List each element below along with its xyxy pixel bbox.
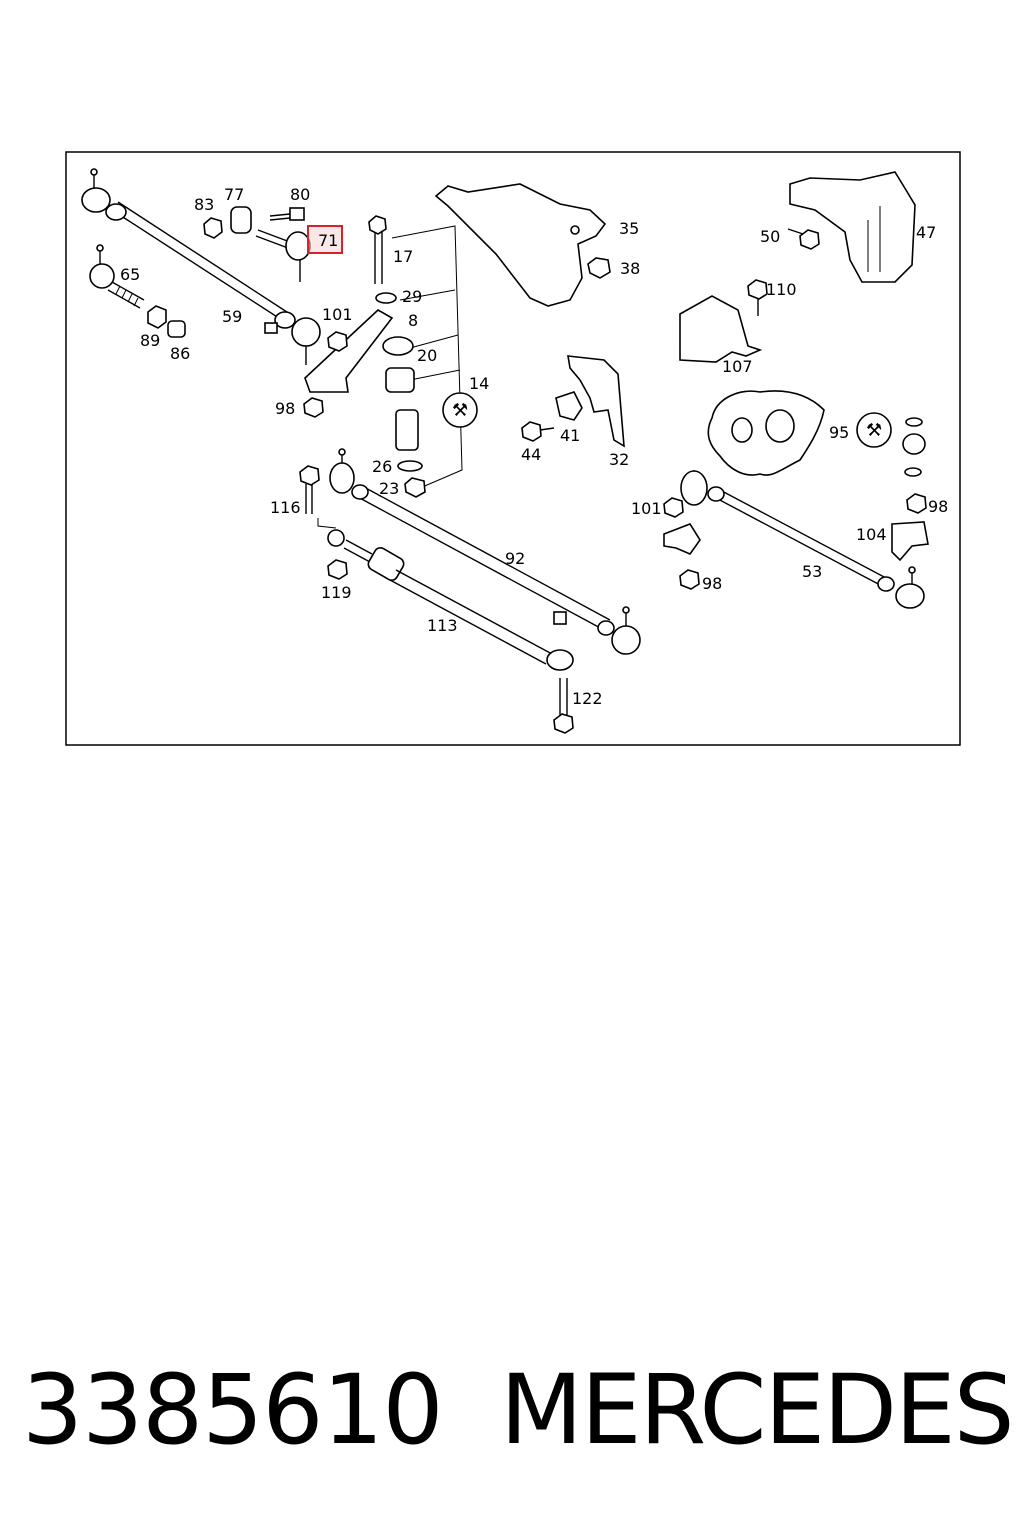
bracket-32: [567, 355, 625, 448]
label-47: 47: [916, 223, 936, 242]
label-104: 104: [856, 525, 887, 544]
damper-113: [327, 529, 574, 671]
nut-101-upper: [327, 331, 348, 352]
nut-101-lower: [663, 497, 684, 518]
label-17: 17: [393, 247, 413, 266]
label-110: 110: [766, 280, 797, 299]
steering-idler-stack: ⚒: [304, 225, 478, 498]
label-32: 32: [609, 450, 629, 469]
footer-caption: 3385610 MERCEDES: [0, 1350, 1024, 1470]
label-80: 80: [290, 185, 310, 204]
label-20: 20: [417, 346, 437, 365]
nut-89: [147, 305, 167, 329]
part-number: 3385610: [22, 1354, 444, 1466]
tie-rod-end-65: [89, 244, 145, 309]
clip-41: [555, 391, 583, 421]
highlight-box-71: [307, 225, 343, 254]
nut-98-upper: [303, 397, 324, 418]
nut-119: [327, 559, 348, 580]
bolt-80: [269, 207, 305, 221]
label-95: 95: [829, 423, 849, 442]
label-98-lower: 98: [702, 574, 722, 593]
label-29: 29: [402, 287, 422, 306]
label-44: 44: [521, 445, 541, 464]
label-101-lower: 101: [631, 499, 662, 518]
label-116: 116: [270, 498, 301, 517]
label-59: 59: [222, 307, 242, 326]
label-50: 50: [760, 227, 780, 246]
label-86: 86: [170, 344, 190, 363]
bolt-50: [787, 228, 820, 250]
bracket-47: [789, 171, 916, 283]
label-98-upper: 98: [275, 399, 295, 418]
label-98-right: 98: [928, 497, 948, 516]
label-77: 77: [224, 185, 244, 204]
label-41: 41: [560, 426, 580, 445]
shield-35: [434, 183, 611, 307]
label-38: 38: [620, 259, 640, 278]
ball-joint-71: [255, 229, 311, 282]
bracket-107: [679, 295, 763, 363]
tie-rod-59: [81, 168, 321, 365]
drag-link-92: [329, 448, 641, 655]
label-119: 119: [321, 583, 352, 602]
steering-gear: [707, 390, 825, 476]
label-71: 71: [318, 231, 338, 250]
bolt-122: [553, 678, 574, 734]
label-107: 107: [722, 357, 753, 376]
tool-95: ⚒: [856, 412, 926, 477]
nut-98-right: [906, 493, 927, 514]
bolt-116: [299, 465, 337, 529]
brand-name: MERCEDES: [500, 1354, 1015, 1466]
label-8: 8: [408, 311, 418, 330]
tie-rod-53: [663, 470, 925, 609]
nut-98-lower: [679, 569, 700, 590]
svg-text:⚒: ⚒: [452, 400, 468, 421]
label-113: 113: [427, 616, 458, 635]
screw-110: [747, 279, 768, 316]
label-35: 35: [619, 219, 639, 238]
bushing-77: [230, 206, 252, 234]
bushing-86: [167, 320, 186, 338]
label-53: 53: [802, 562, 822, 581]
label-23: 23: [379, 479, 399, 498]
svg-text:⚒: ⚒: [866, 420, 882, 441]
bolt-17: [368, 215, 387, 284]
label-26: 26: [372, 457, 392, 476]
label-92: 92: [505, 549, 525, 568]
label-83: 83: [194, 195, 214, 214]
screw-44: [521, 421, 555, 442]
parts-diagram: ⚒ ⚒: [65, 151, 961, 746]
label-122: 122: [572, 689, 603, 708]
bracket-104: [891, 521, 929, 562]
nut-83: [203, 217, 223, 239]
label-101-upper: 101: [322, 305, 353, 324]
label-65: 65: [120, 265, 140, 284]
label-89: 89: [140, 331, 160, 350]
label-14: 14: [469, 374, 489, 393]
